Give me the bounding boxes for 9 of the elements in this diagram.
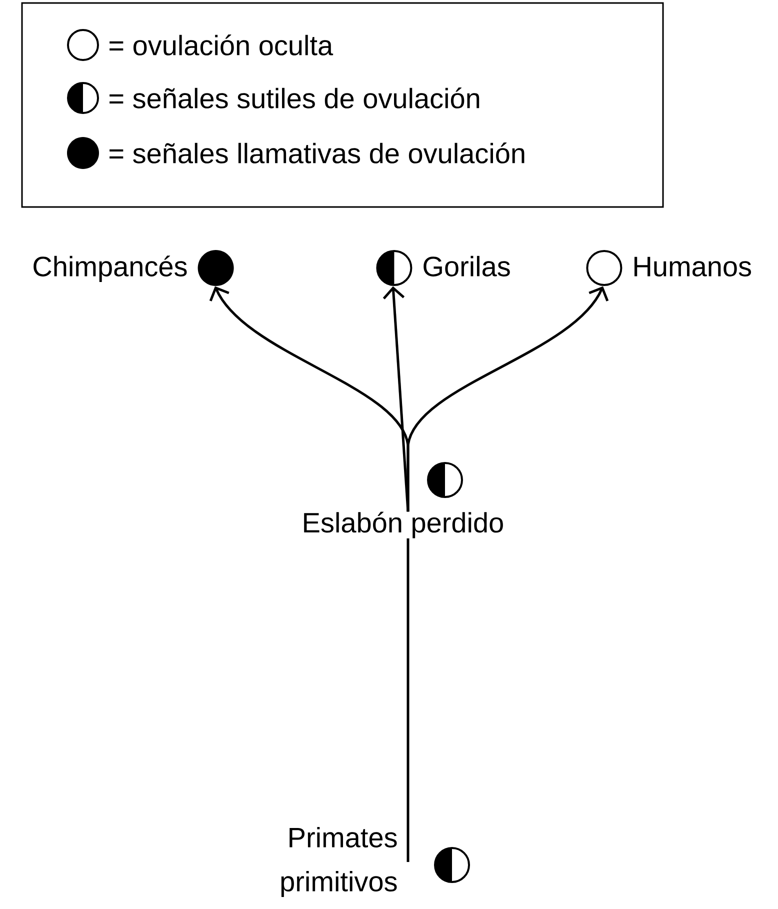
species-label: Gorilas <box>376 250 510 286</box>
species-label: Humanos <box>586 250 751 286</box>
legend-text: = ovulación oculta <box>110 34 334 56</box>
species-label: Primates primitivos <box>281 826 397 898</box>
arrow <box>382 286 410 512</box>
legend-text: = señales sutiles de ovulación <box>110 88 480 108</box>
species-label: Eslabón perdido <box>304 512 503 538</box>
legend-text: = señales llamativas de ovulación <box>110 142 524 164</box>
species-label: Chimpancés <box>34 250 234 286</box>
